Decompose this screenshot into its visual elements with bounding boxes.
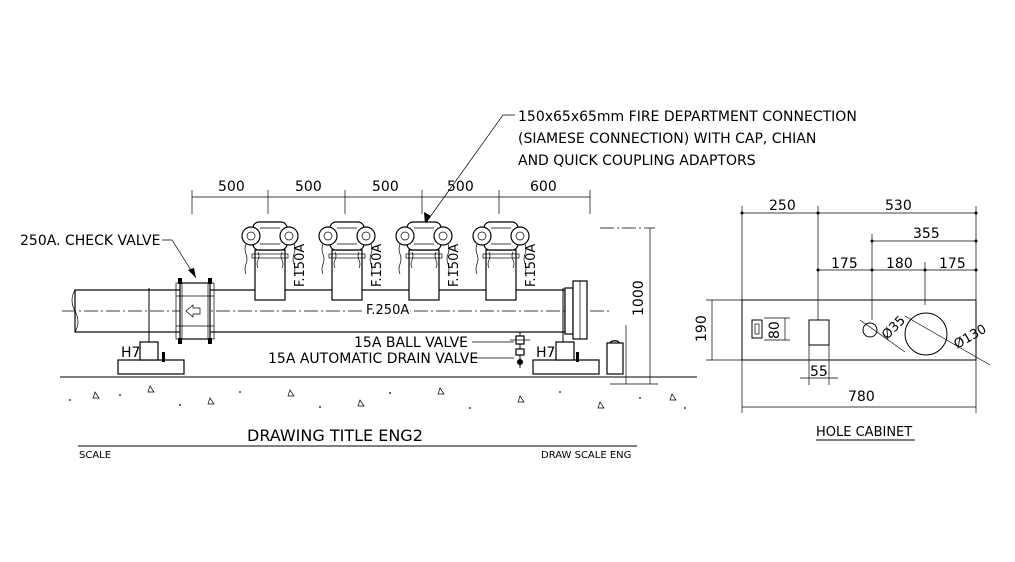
- cabinet-detail: [706, 206, 991, 413]
- branch-label-2: F.150A: [370, 244, 385, 287]
- branch-label-1: F.150A: [293, 244, 308, 287]
- top-dim-ticks: [191, 190, 591, 214]
- drain-assembly: [510, 332, 530, 368]
- top-dim-3: 500: [372, 179, 399, 195]
- top-dim-1: 500: [218, 179, 245, 195]
- drawing-title: DRAWING TITLE ENG2: [247, 426, 423, 445]
- ball-valve-label: 15A BALL VALVE: [354, 335, 468, 351]
- fdc-leader-line: [424, 114, 515, 225]
- scale-label: SCALE: [79, 450, 111, 461]
- fdc-1: [241, 221, 299, 301]
- fdc-4: [472, 221, 530, 301]
- fdc-leader-arrow: [424, 212, 431, 224]
- cab-dim-d130: Ø130: [952, 322, 990, 353]
- cab-dim-780: 780: [848, 389, 875, 405]
- cab-dim-190: 190: [694, 315, 710, 342]
- check-valve-label: 250A. CHECK VALVE: [20, 233, 160, 249]
- cabinet-outline: [741, 299, 977, 361]
- cab-dim-250: 250: [769, 198, 796, 214]
- cab-dim-530: 530: [885, 198, 912, 214]
- height-total-label: 1000: [631, 280, 647, 316]
- fdc-2: [318, 221, 376, 301]
- cab-dim-180: 180: [886, 256, 913, 272]
- branch-label-4: F.150A: [524, 244, 539, 287]
- cab-dim-175a: 175: [831, 256, 858, 272]
- fdc-note-line3: AND QUICK COUPLING ADAPTORS: [518, 153, 756, 169]
- cab-dim-55: 55: [810, 364, 828, 380]
- ground-hatch: [69, 385, 686, 409]
- check-valve-arrow: [188, 268, 196, 278]
- drain-valve-label: 15A AUTOMATIC DRAIN VALVE: [268, 351, 478, 367]
- check-valve: [175, 278, 215, 344]
- branch-label-3: F.150A: [447, 244, 462, 287]
- left-support: [117, 341, 185, 375]
- fdc-note-line2: (SIAMESE CONNECTION) WITH CAP, CHIAN: [518, 131, 816, 147]
- pipe-label: F.250A: [366, 303, 409, 318]
- top-dim-5: 600: [530, 179, 557, 195]
- cabinet-title: HOLE CABINET: [816, 425, 912, 440]
- left-support-label: H7: [121, 345, 140, 361]
- end-flange-1: [564, 287, 574, 335]
- fdc-note-line1: 150x65x65mm FIRE DEPARTMENT CONNECTION: [518, 109, 857, 125]
- draw-scale-label: DRAW SCALE ENG: [541, 450, 631, 461]
- right-support-label: H7: [536, 345, 555, 361]
- cab-dim-80: 80: [767, 321, 783, 339]
- cab-dim-175b: 175: [939, 256, 966, 272]
- right-support: [532, 341, 600, 375]
- top-dim-4: 500: [447, 179, 474, 195]
- cab-dim-d35: Ø35: [879, 313, 909, 343]
- fdc-3: [395, 221, 453, 301]
- cab-dim-355: 355: [913, 226, 940, 242]
- base-block: [606, 342, 624, 375]
- check-valve-leader: [162, 239, 197, 279]
- top-dim-2: 500: [295, 179, 322, 195]
